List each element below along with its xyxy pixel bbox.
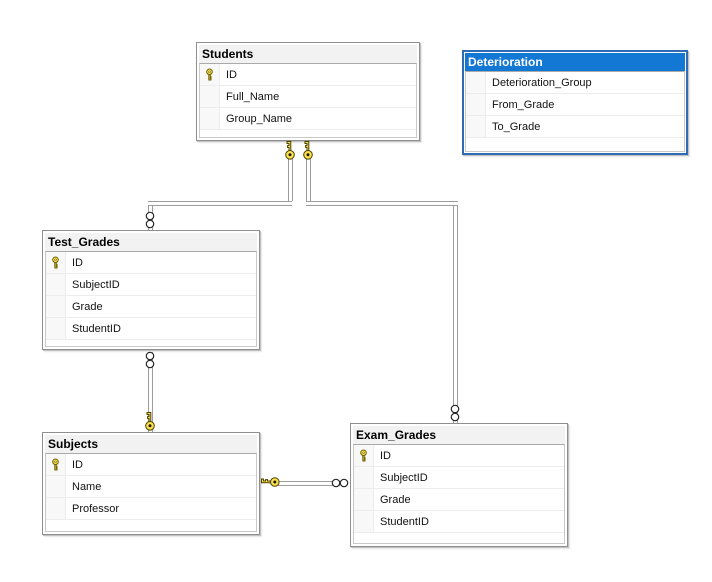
key-cell — [46, 476, 66, 497]
relationship-line-subjects-examgrades[interactable] — [278, 481, 340, 486]
column-row[interactable]: From_Grade — [466, 94, 684, 116]
column-name: To_Grade — [492, 120, 541, 133]
empty-row — [46, 340, 256, 346]
column-name: StudentID — [380, 515, 429, 528]
infinity-many-end-icon — [331, 477, 350, 489]
primary-key-icon — [354, 445, 374, 466]
empty-row — [46, 520, 256, 531]
table-exam-grades[interactable]: Exam_Grades ID SubjectID Grade — [350, 423, 568, 547]
column-row[interactable]: ID — [46, 252, 256, 274]
key-one-end-icon — [143, 411, 157, 431]
infinity-many-end-icon — [144, 211, 156, 230]
primary-key-icon — [200, 64, 220, 85]
column-name: SubjectID — [72, 278, 120, 291]
table-test-grades-columns: ID SubjectID Grade StudentID — [45, 251, 257, 347]
key-one-end-icon — [283, 140, 297, 160]
column-row[interactable]: Deterioration_Group — [466, 72, 684, 94]
empty-row — [200, 130, 416, 137]
column-row[interactable]: ID — [46, 454, 256, 476]
column-name: Grade — [72, 300, 103, 313]
column-name: ID — [226, 68, 237, 81]
column-row[interactable]: Group_Name — [200, 108, 416, 130]
column-row[interactable]: StudentID — [46, 318, 256, 340]
table-subjects-columns: ID Name Professor — [45, 453, 257, 532]
key-cell — [354, 511, 374, 532]
column-row[interactable]: Professor — [46, 498, 256, 520]
column-row[interactable]: Grade — [46, 296, 256, 318]
column-row[interactable]: ID — [200, 64, 416, 86]
empty-row — [354, 533, 564, 543]
column-row[interactable]: Full_Name — [200, 86, 416, 108]
primary-key-icon — [46, 252, 66, 273]
table-students-title[interactable]: Students — [199, 45, 417, 63]
key-one-end-icon — [260, 475, 280, 489]
relationship-line-students-testgrades[interactable] — [148, 201, 292, 206]
key-cell — [46, 296, 66, 317]
column-name: Group_Name — [226, 112, 293, 125]
column-row[interactable]: SubjectID — [46, 274, 256, 296]
table-deterioration-columns: Deterioration_Group From_Grade To_Grade — [465, 71, 685, 152]
table-students-columns: ID Full_Name Group_Name — [199, 63, 417, 138]
key-cell — [200, 86, 220, 107]
table-subjects[interactable]: Subjects ID Name Professor — [42, 432, 260, 535]
column-name: ID — [380, 449, 391, 462]
table-subjects-title[interactable]: Subjects — [45, 435, 257, 453]
relationship-line-students-testgrades[interactable] — [288, 159, 293, 201]
key-cell — [46, 274, 66, 295]
primary-key-icon — [46, 454, 66, 475]
relationship-line-students-examgrades[interactable] — [453, 206, 458, 423]
relationship-line-subjects-testgrades[interactable] — [148, 352, 153, 432]
table-deterioration-title[interactable]: Deterioration — [465, 53, 685, 71]
relationship-line-students-examgrades[interactable] — [306, 159, 311, 201]
column-row[interactable]: StudentID — [354, 511, 564, 533]
infinity-many-end-icon — [449, 404, 461, 423]
column-name: Full_Name — [226, 90, 280, 103]
column-row[interactable]: To_Grade — [466, 116, 684, 138]
column-name: Professor — [72, 502, 120, 515]
key-one-end-icon — [301, 140, 315, 160]
table-test-grades-title[interactable]: Test_Grades — [45, 233, 257, 251]
table-students[interactable]: Students ID Full_Name Group_Name — [196, 42, 420, 141]
column-row[interactable]: ID — [354, 445, 564, 467]
key-cell — [46, 318, 66, 339]
key-cell — [466, 72, 486, 93]
column-name: From_Grade — [492, 98, 555, 111]
column-row[interactable]: Name — [46, 476, 256, 498]
key-cell — [46, 498, 66, 519]
key-cell — [466, 116, 486, 137]
column-name: ID — [72, 458, 83, 471]
column-row[interactable]: Grade — [354, 489, 564, 511]
column-name: StudentID — [72, 322, 121, 335]
key-cell — [200, 108, 220, 129]
column-row[interactable]: SubjectID — [354, 467, 564, 489]
column-name: Deterioration_Group — [492, 76, 592, 89]
table-exam-grades-columns: ID SubjectID Grade StudentID — [353, 444, 565, 544]
key-cell — [354, 467, 374, 488]
empty-row — [466, 138, 684, 151]
table-exam-grades-title[interactable]: Exam_Grades — [353, 426, 565, 444]
column-name: Grade — [380, 493, 411, 506]
table-test-grades[interactable]: Test_Grades ID SubjectID Grade — [42, 230, 260, 350]
table-deterioration[interactable]: Deterioration Deterioration_Group From_G… — [462, 50, 688, 155]
key-cell — [354, 489, 374, 510]
column-name: ID — [72, 256, 83, 269]
column-name: Name — [72, 480, 102, 493]
key-cell — [466, 94, 486, 115]
column-name: SubjectID — [380, 471, 428, 484]
relationship-line-students-examgrades[interactable] — [306, 201, 458, 206]
infinity-many-end-icon — [144, 351, 156, 370]
